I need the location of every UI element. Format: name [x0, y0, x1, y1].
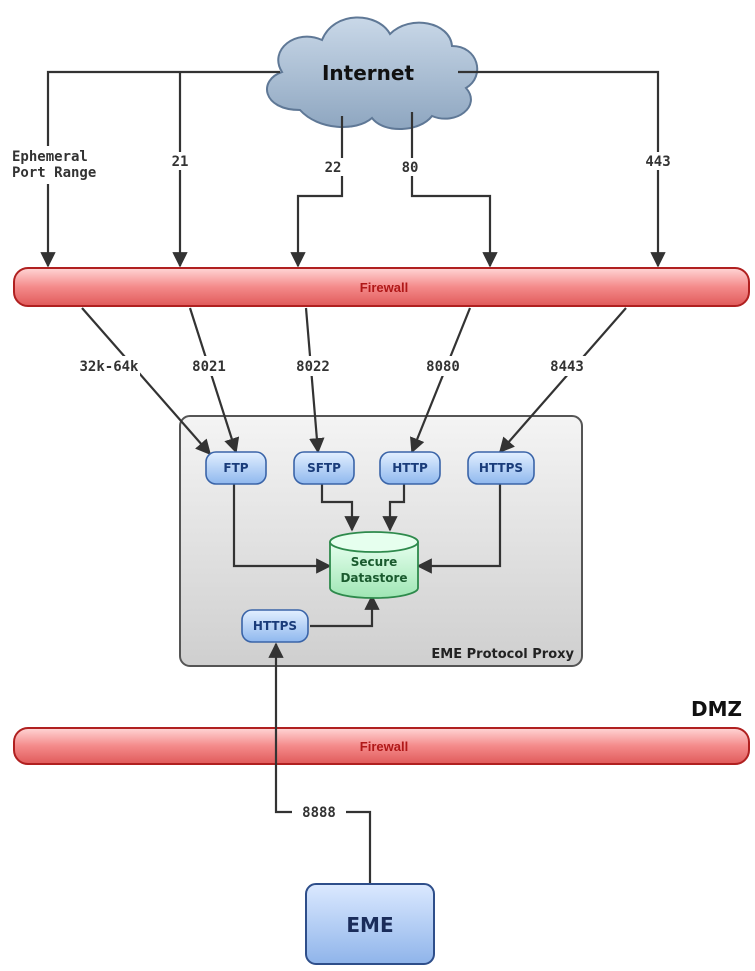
proxy-label: EME Protocol Proxy	[431, 647, 574, 662]
internet-edges	[40, 70, 666, 268]
datastore-label-line1: Secure	[351, 555, 398, 569]
firewall-top-label: Firewall	[360, 280, 408, 295]
port-8021-label: 8021	[192, 359, 226, 375]
internet-label: Internet	[322, 61, 414, 85]
ftp-label: FTP	[223, 461, 248, 475]
port-8443-label: 8443	[550, 359, 584, 375]
https-bottom-label: HTTPS	[253, 619, 297, 633]
ephemeral-label-line2: Port Range	[12, 165, 96, 181]
http-node: HTTP	[379, 451, 441, 485]
eme-node: EME	[305, 883, 435, 965]
port-8888-label: 8888	[302, 805, 336, 821]
ftp-node: FTP	[205, 451, 267, 485]
external-port-labels: Ephemeral Port Range 21 22 80 443	[6, 146, 678, 184]
https-top-label: HTTPS	[479, 461, 523, 475]
http-label: HTTP	[392, 461, 428, 475]
eme-edge: 8888	[268, 642, 372, 884]
port-443-label: 443	[645, 154, 670, 170]
sftp-node: SFTP	[293, 451, 355, 485]
node-to-datastore-edges	[232, 484, 502, 628]
port-8080-label: 8080	[426, 359, 460, 375]
port-range-label: 32k-64k	[79, 359, 139, 375]
secure-datastore: Secure Datastore	[329, 531, 419, 599]
internal-port-labels: 32k-64k 8021 8022 8080 8443	[78, 356, 590, 376]
https-top-node: HTTPS	[467, 451, 535, 485]
https-bottom-node: HTTPS	[241, 609, 309, 643]
internet-cloud: Internet	[266, 16, 479, 131]
port-21-label: 21	[172, 154, 189, 170]
eme-label: EME	[346, 913, 393, 937]
firewall-top: Firewall	[13, 267, 750, 307]
ephemeral-label-line1: Ephemeral	[12, 149, 88, 165]
sftp-label: SFTP	[307, 461, 341, 475]
port-8022-label: 8022	[296, 359, 330, 375]
port-80-label: 80	[402, 160, 419, 176]
port-22-label: 22	[325, 160, 342, 176]
firewall-bottom: Firewall	[13, 727, 750, 765]
datastore-label-line2: Datastore	[340, 571, 407, 585]
dmz-label: DMZ	[691, 697, 742, 721]
firewall-to-proxy-edges	[81, 307, 627, 456]
firewall-bottom-label: Firewall	[360, 739, 408, 754]
